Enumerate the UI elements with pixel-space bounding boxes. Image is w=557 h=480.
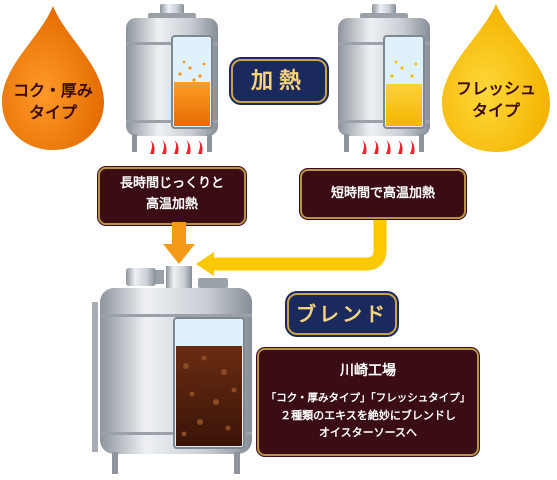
blend-tank [88, 262, 264, 476]
short-heating-box: 短時間で高温加熱 [300, 169, 466, 219]
heating-tank-icon [338, 4, 430, 154]
drop-shape-icon [2, 6, 104, 150]
long-heating-line-1: 長時間じっくりと [119, 176, 224, 191]
factory-line-2: ２種類のエキスを絶妙にブレンドし [280, 409, 456, 422]
fresh-type-drop: フレッシュ タイプ [440, 2, 552, 154]
rich-type-label-2: タイプ [28, 102, 77, 122]
orange-down-arrow-icon [163, 222, 195, 264]
fresh-heating-tank [330, 2, 438, 162]
fresh-type-label-1: フレッシュ [455, 79, 536, 98]
yellow-left-arrow-icon [196, 220, 387, 276]
factory-title: 川崎工場 [340, 363, 396, 379]
heating-badge-label: 加熱 [250, 68, 307, 94]
heating-badge: 加熱 [231, 59, 327, 103]
rich-heating-tank [118, 2, 226, 162]
blend-badge-label: ブレンド [296, 302, 388, 326]
blend-badge: ブレンド [287, 293, 397, 335]
short-heating-line-1: 短時間で高温加熱 [330, 186, 435, 201]
rich-type-drop: コク・厚み タイプ [0, 4, 106, 152]
factory-line-3: オイスターソースへ [318, 426, 418, 439]
heating-tank-icon [126, 4, 218, 154]
factory-line-1: 「コク・厚みタイプ」「フレッシュタイプ」 [265, 392, 471, 404]
long-heating-line-2: 高温加熱 [145, 197, 198, 212]
rich-type-label-1: コク・厚み [13, 81, 93, 100]
factory-description-box: 川崎工場 「コク・厚みタイプ」「フレッシュタイプ」 ２種類のエキスを絶妙にブレン… [257, 348, 479, 456]
blend-tank-icon [92, 266, 252, 474]
drop-shape-icon [442, 4, 550, 152]
long-heating-box: 長時間じっくりと 高温加熱 [98, 167, 246, 225]
fresh-type-label-2: タイプ [471, 100, 520, 120]
